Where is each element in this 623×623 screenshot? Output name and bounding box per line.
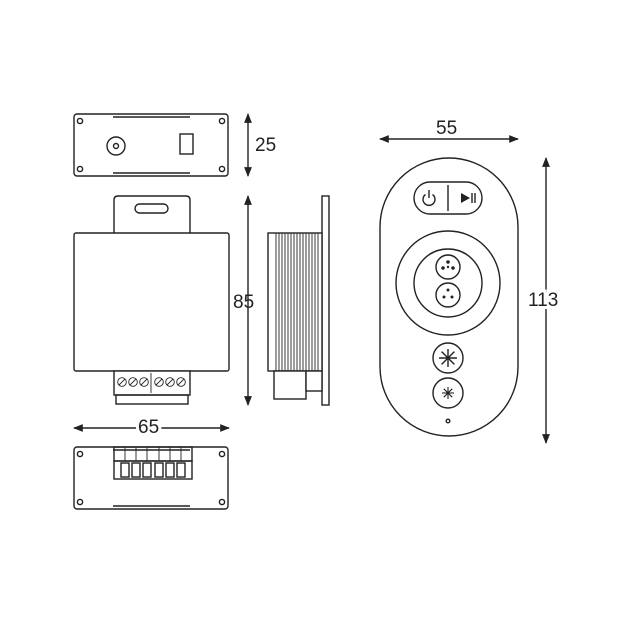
color-touch-wheel [395,230,501,336]
dimension-label-113: 113 [528,290,558,311]
screw-hole [218,117,226,125]
dimension-front-height: 85 [233,195,254,406]
mode-button [435,254,461,280]
terminal-screws [117,373,186,393]
dc-jack [106,136,126,156]
brightness-down-button [432,377,464,409]
dimension-label-25: 25 [255,135,276,156]
dimension-remote-height: 113 [525,157,561,444]
controller-side-view [267,195,330,406]
dimension-remote-width: 55 [379,118,519,143]
brightness-up-button [432,342,464,374]
dimension-label-65: 65 [138,417,159,438]
screw-hole [76,165,84,173]
screw-hole [218,450,226,458]
power-icon [422,190,436,206]
screw-hole [76,450,84,458]
dimension-controller-width: 65 [73,414,230,441]
controller-top-view [73,113,229,177]
screw-hole [76,498,84,506]
dimension-label-85: 85 [233,292,254,313]
controller-bottom-view [73,446,229,510]
brightness-down-icon [442,387,454,399]
heatsink-fins [275,233,319,371]
screw-hole [218,498,226,506]
brightness-up-icon [439,349,457,367]
indicator-led [445,418,451,424]
antenna-port [179,133,194,155]
controller-front-view [73,195,230,405]
remote-top-button-bar [413,181,483,215]
mount-slot [134,203,169,214]
screw-hole [218,165,226,173]
dimension-top-height: 25 [244,113,276,177]
speed-button [435,282,461,308]
dimension-label-55: 55 [436,118,457,139]
play-pause-icon [461,193,476,203]
remote-control [379,157,519,437]
terminal-block-bottom [113,446,193,480]
screw-hole [76,117,84,125]
